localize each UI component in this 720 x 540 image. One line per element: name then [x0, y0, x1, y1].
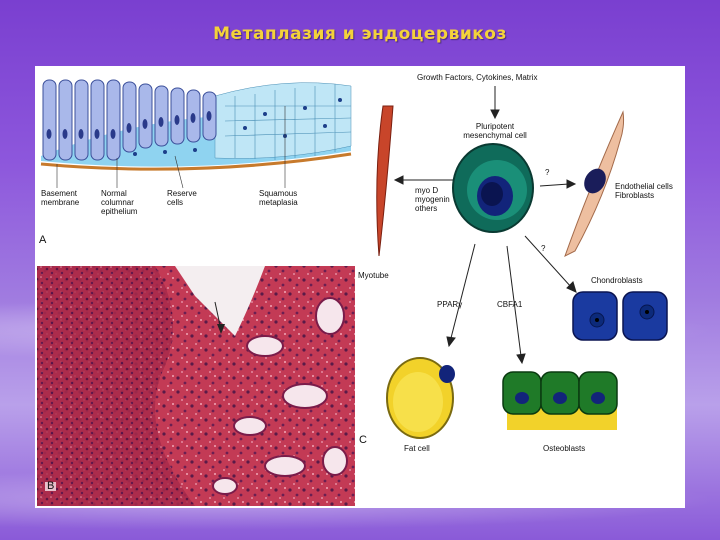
endothelial-cell-graphic	[564, 110, 625, 258]
label-cbfa1: CBFA1	[497, 300, 523, 309]
label-squamous-metaplasia: Squamous metaplasia	[259, 189, 298, 207]
label-pluripotent-cell: Pluripotent mesenchymal cell	[463, 122, 527, 140]
panel-c-arrows	[393, 86, 577, 365]
panel-b-histology	[37, 266, 355, 506]
label-question-2: ?	[541, 244, 546, 253]
fat-cell-graphic	[386, 357, 455, 439]
osteoblast-cells-graphic	[502, 371, 618, 430]
label-reserve-cells: Reserve cells	[167, 189, 197, 207]
myotube-graphic	[376, 105, 394, 257]
panel-b-letter: B	[45, 480, 57, 492]
label-osteoblasts: Osteoblasts	[543, 444, 586, 453]
chondroblast-cells-graphic	[572, 291, 668, 341]
label-normal-columnar-epithelium: Normal columnar epithelium	[101, 189, 138, 216]
pluripotent-cell-graphic	[452, 143, 534, 233]
label-myotube: Myotube	[358, 271, 389, 280]
slide-title: Метаплазия и эндоцервикоз	[213, 24, 507, 44]
label-question-1: ?	[545, 168, 550, 177]
label-fat-cell: Fat cell	[404, 444, 430, 453]
label-ppar-gamma: PPARγ	[437, 300, 463, 309]
figure-illustration	[37, 79, 668, 506]
figure-panel: Basement membrane Normal columnar epithe…	[35, 66, 685, 508]
panel-a-epithelium	[40, 79, 352, 189]
label-growth-factors: Growth Factors, Cytokines, Matrix	[417, 73, 538, 82]
label-chondroblasts: Chondroblasts	[591, 276, 643, 285]
label-endothelial-fibroblasts: Endothelial cells Fibroblasts	[615, 182, 673, 200]
label-myod-myogenin: myo D myogenin others	[415, 186, 450, 213]
panel-a-letter: A	[39, 234, 47, 246]
label-basement-membrane: Basement membrane	[41, 189, 80, 207]
panel-c-letter: C	[359, 434, 367, 446]
